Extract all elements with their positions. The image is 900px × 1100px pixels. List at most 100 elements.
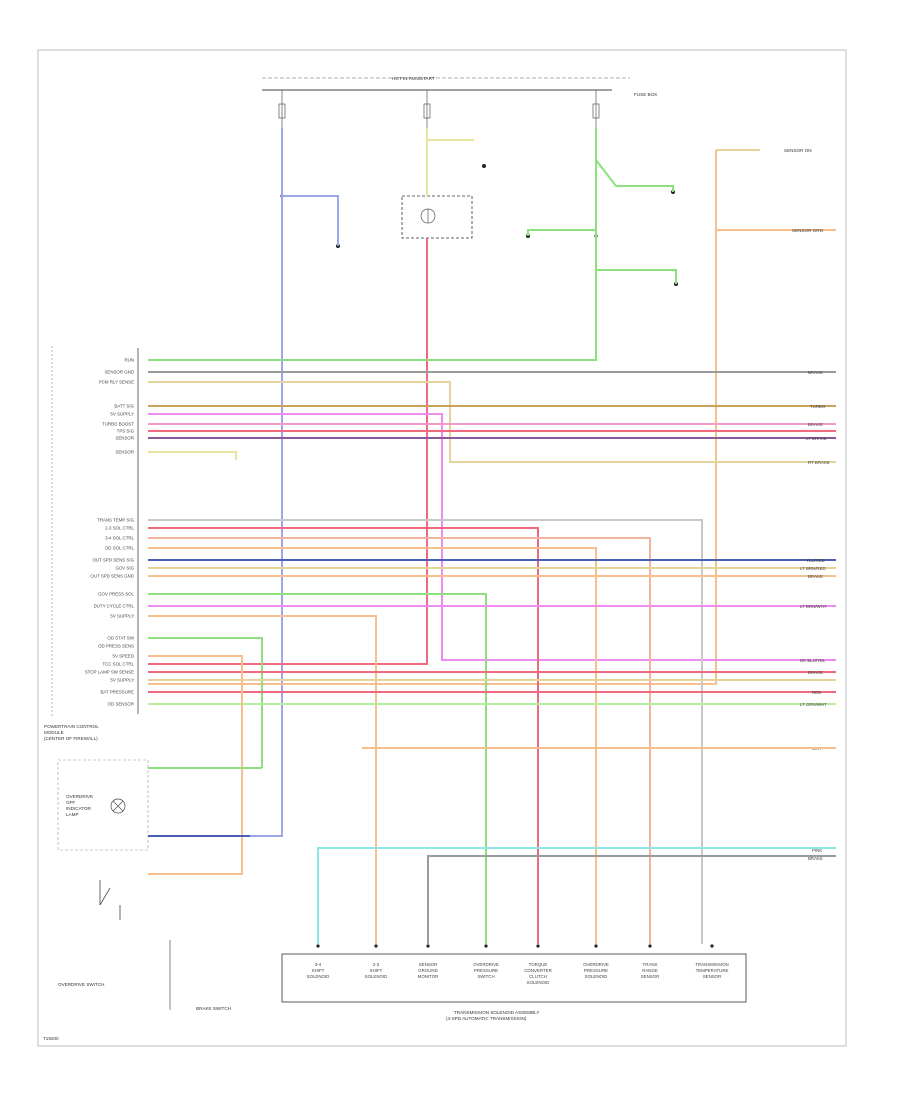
- solenoid-label: TRANSMISSION: [695, 962, 728, 967]
- svg-text:BRAKE: BRAKE: [808, 370, 823, 375]
- svg-text:LT BRN/WHT: LT BRN/WHT: [800, 604, 827, 609]
- svg-text:OVERDRIVE SWITCH: OVERDRIVE SWITCH: [58, 982, 104, 987]
- right-edge-labels: BRAKE TURBO BRAKE LT BRAKE RT BRAKE YEL/…: [800, 370, 830, 861]
- svg-text:BRAKE SWITCH: BRAKE SWITCH: [196, 1006, 231, 1011]
- solenoid-label: SHIFT: [370, 968, 383, 973]
- solenoid-pin: [374, 944, 378, 948]
- solenoid-label: SOLENOID: [307, 974, 330, 979]
- svg-text:DK BLU/YEL: DK BLU/YEL: [800, 658, 826, 663]
- fuse-bus-label: HOT IN RUN/START: [392, 76, 435, 81]
- svg-text:POWERTRAIN CONTROL: POWERTRAIN CONTROL: [44, 724, 99, 729]
- pcm-pin-label: OD PRESS SENS: [98, 644, 134, 649]
- pcm-pin-label: 3-4 SOL CTRL: [105, 536, 134, 541]
- overdrive-lamp: OVERDRIVE OFF INDICATOR LAMP: [57, 759, 149, 851]
- pcm-pin-label: 2-3 SOL CTRL: [105, 526, 134, 531]
- pcm-pin-label: OD SOL CTRL: [105, 546, 135, 551]
- solenoid-pin: [426, 944, 430, 948]
- fuse-2: [423, 90, 431, 128]
- solenoid-labels: 3-4SHIFTSOLENOID2-3SHIFTSOLENOIDSENSORGR…: [307, 944, 729, 985]
- svg-text:(CENTER OF FIREWALL): (CENTER OF FIREWALL): [44, 736, 98, 741]
- svg-text:OVERDRIVE: OVERDRIVE: [66, 794, 93, 799]
- solenoid-label: GROUND: [418, 968, 438, 973]
- solenoid-label: SOLENOID: [365, 974, 388, 979]
- pcm-title: POWERTRAIN CONTROL MODULE (CENTER OF FIR…: [44, 724, 99, 741]
- pcm-pin-label: GOV SIG: [115, 566, 134, 571]
- label-r2: SENSOR GRN: [792, 228, 823, 233]
- svg-text:PINK: PINK: [812, 848, 822, 853]
- pcm-pin-label: OUT SPD SENS GND: [90, 574, 134, 579]
- solenoid-pin: [536, 944, 540, 948]
- pcm-pin-label: SENSOR GND: [104, 370, 134, 375]
- pcm-pin-label: BAT PRESSURE: [100, 690, 134, 695]
- solenoid-label: RANGE: [642, 968, 658, 973]
- pcm-pin-label: TRANS TEMP SIG: [97, 518, 135, 523]
- svg-text:MODULE: MODULE: [44, 730, 64, 735]
- wire-green-run: [148, 128, 597, 361]
- transmission-assembly-box: [281, 953, 747, 1003]
- solenoid-label: SENSOR: [419, 962, 438, 967]
- pcm-pin-label: DUTY CYCLE CTRL: [94, 604, 135, 609]
- pcm-pin-label: TCC SOL CTRL: [102, 662, 134, 667]
- solenoid-label: TORQUE: [529, 962, 548, 967]
- overdrive-switch: OVERDRIVE SWITCH: [58, 880, 121, 987]
- pcm-pin-label: STOP LAMP SW SENSE: [85, 670, 134, 675]
- transmission-title: TRANSMISSION SOLENOID ASSEMBLY (4-SPD AU…: [446, 1010, 539, 1021]
- pcm-pin-label: OUT SPD SENS SIG: [93, 558, 135, 563]
- svg-text:(4-SPD AUTOMATIC TRANSMISSION): (4-SPD AUTOMATIC TRANSMISSION): [446, 1016, 527, 1021]
- svg-text:LT BRN/RED: LT BRN/RED: [800, 566, 826, 571]
- pcm-pin-labels: RUN SENSOR GND PCM RLY SENSE BATT SIG 5V SUP…: [85, 358, 135, 707]
- solenoid-label: CLUTCH: [529, 974, 547, 979]
- svg-text:OFF: OFF: [66, 800, 75, 805]
- solenoid-label: PRESSURE: [474, 968, 498, 973]
- svg-text:LT GRN/WHT: LT GRN/WHT: [800, 702, 827, 707]
- solenoid-label: SENSOR: [641, 974, 660, 979]
- label-r1: SENSOR ON: [784, 148, 812, 153]
- pcm-pin-label: 5V SUPPLY: [110, 678, 134, 683]
- svg-text:LAMP: LAMP: [66, 812, 79, 817]
- svg-text:TURBO: TURBO: [810, 404, 826, 409]
- fuse-box-label: FUSE BOX: [634, 92, 657, 97]
- pcm-pin-label: BATT SIG: [114, 404, 134, 409]
- solenoid-pin: [648, 944, 652, 948]
- svg-text:RT BRAKE: RT BRAKE: [808, 460, 830, 465]
- pcm-pin-label: SENSOR: [115, 436, 134, 441]
- pcm-pin-label: TURBO BOOST: [102, 422, 134, 427]
- svg-text:BRAKE: BRAKE: [808, 670, 823, 675]
- solenoid-label: OVERDRIVE: [473, 962, 499, 967]
- solenoid-label: SOLENOID: [585, 974, 608, 979]
- solenoid-label: SENSOR: [703, 974, 722, 979]
- brake-switch: BRAKE SWITCH: [169, 940, 231, 1011]
- svg-text:BRAKE: BRAKE: [808, 574, 823, 579]
- solenoid-label: MONITOR: [418, 974, 439, 979]
- solenoid-label: OVERDRIVE: [583, 962, 609, 967]
- pcm-pin-label: SENSOR: [115, 450, 134, 455]
- wire-blue-vertical: [250, 128, 283, 837]
- solenoid-label: PRESSURE: [584, 968, 608, 973]
- svg-text:RED: RED: [812, 690, 821, 695]
- svg-text:BRAKE: BRAKE: [808, 856, 823, 861]
- solenoid-pin: [594, 944, 598, 948]
- fuse-1: [278, 90, 286, 128]
- relay-box-center: [401, 195, 473, 239]
- solenoid-label: SWITCH: [477, 974, 494, 979]
- solenoid-label: 3-4: [315, 962, 322, 967]
- pcm-pin-label: 5V SUPPLY: [110, 614, 134, 619]
- diagram-code: T19200: [43, 1036, 59, 1041]
- svg-text:YEL/RED: YEL/RED: [806, 558, 825, 563]
- solenoid-label: 2-3: [373, 962, 380, 967]
- diagram-frame: [37, 49, 847, 1047]
- fuse-3: [592, 90, 600, 128]
- solenoid-label: TEMPERATURE: [696, 968, 729, 973]
- solenoid-label: SOLENOID: [527, 980, 550, 985]
- svg-text:LT BRAKE: LT BRAKE: [806, 436, 827, 441]
- pcm-pin-label: OD SENSOR: [108, 702, 134, 707]
- solenoid-pin: [710, 944, 714, 948]
- svg-text:INDICATOR: INDICATOR: [66, 806, 92, 811]
- pcm-pin-label: RUN: [124, 358, 134, 363]
- pcm-pin-label: PCM RLY SENSE: [99, 380, 134, 385]
- pcm-pin-label: GOV PRESS SOL: [98, 592, 134, 597]
- solenoid-pin: [316, 944, 320, 948]
- pcm-pin-label: OD STAT SW: [107, 636, 134, 641]
- svg-text:TRANSMISSION SOLENOID ASSEMBLY: TRANSMISSION SOLENOID ASSEMBLY: [454, 1010, 539, 1015]
